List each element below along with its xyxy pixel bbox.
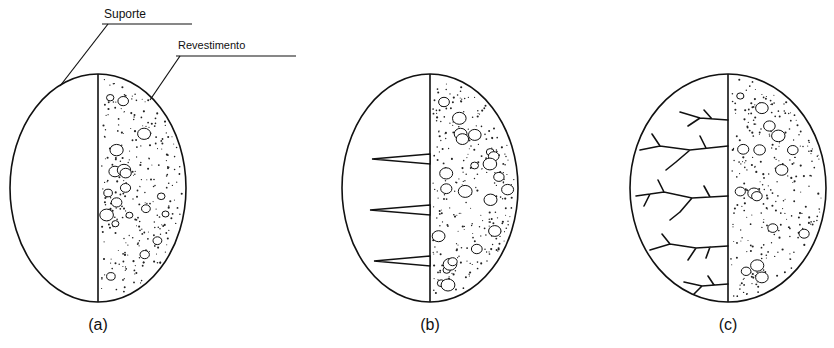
coating-stipple <box>100 79 183 293</box>
crack-lines <box>370 154 430 266</box>
section-circle <box>342 74 518 302</box>
branched-cracks <box>636 110 728 294</box>
interface-line <box>429 74 431 302</box>
figure-label: (c) <box>719 316 738 334</box>
interface-line <box>727 74 729 302</box>
part-label: Revestimento <box>178 39 245 51</box>
section-circle <box>630 74 826 302</box>
coating-stipple <box>432 83 514 293</box>
interface-line <box>97 74 99 302</box>
section-circle <box>10 74 186 302</box>
coating-stipple <box>730 79 821 297</box>
figure-label: (b) <box>420 316 440 334</box>
leader-lines <box>60 24 296 100</box>
part-label: Suporte <box>104 7 146 21</box>
figure-label: (a) <box>88 316 108 334</box>
